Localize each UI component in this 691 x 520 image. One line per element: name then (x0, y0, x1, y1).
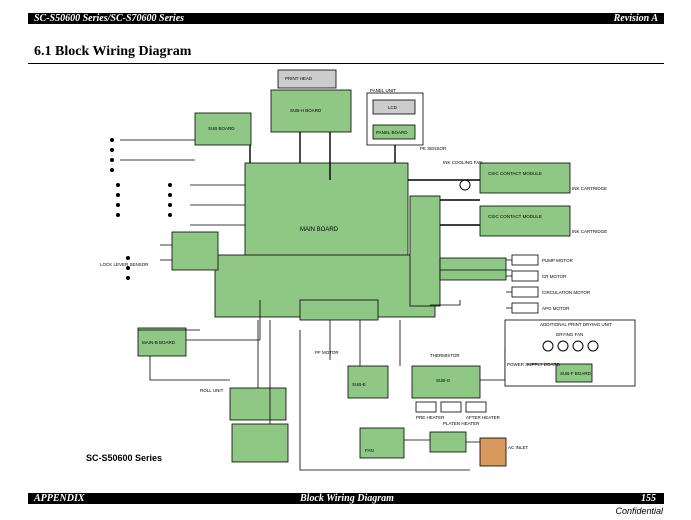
cr-motor-box (511, 270, 539, 282)
fan-board (359, 427, 405, 459)
after-heater-label: AFTER HEATER (466, 415, 501, 420)
apg-motor-box (511, 302, 539, 314)
lock-lever-label: LOCK LEVER SENSOR (100, 262, 149, 267)
pump-motor-box (511, 254, 539, 266)
footer-section: Block Wiring Diagram (300, 493, 394, 504)
fan-label: FAN (365, 448, 374, 453)
sub-e-label: SUB-E (352, 382, 366, 387)
power-supply-label: POWER SUPPLY BOARD (507, 362, 561, 367)
sub-c-board (409, 195, 441, 307)
ink-cartridge-label-1: INK CARTRIDGE (572, 186, 607, 191)
circulation-motor-box (511, 286, 539, 298)
main-board-tab (299, 299, 379, 321)
pre-heater (415, 401, 437, 413)
header-revision: Revision A (613, 13, 658, 24)
panel-unit-label: PANEL UNIT (370, 88, 396, 93)
sensor-icons (110, 138, 599, 352)
sub-board (194, 112, 252, 146)
header-title: SC-S50600 Series/SC-S70600 Series (34, 13, 185, 24)
after-heater (465, 401, 487, 413)
sub-g-board (411, 365, 481, 399)
sub-f-label: SUB-F BOARD (560, 371, 592, 376)
main-b-label: MAIN-B BOARD (142, 340, 176, 345)
panel-board-label: PANEL BOARD (376, 130, 408, 135)
section-title: 6.1 Block Wiring Diagram (34, 44, 192, 59)
print-head (277, 69, 337, 89)
csic-label-1: CSIC CONTACT MODULE (488, 171, 542, 176)
sub-e-board (347, 365, 389, 399)
roll-unit-label: ROLL UNIT (200, 388, 224, 393)
roll-unit-board (229, 387, 287, 421)
apg-motor-label: APG MOTOR (542, 306, 570, 311)
lcd-label: LCD (388, 105, 398, 110)
main-board-label: MAIN BOARD (300, 227, 339, 233)
platen-heater (440, 401, 462, 413)
panel-board (372, 124, 416, 140)
sub-f-board (555, 363, 593, 383)
confidential-label: Confidential (615, 506, 663, 516)
lcd (372, 99, 416, 115)
sub-d-board (439, 257, 507, 281)
ac-inlet (479, 437, 507, 467)
pre-heater-label: PRE HEATER (416, 415, 445, 420)
footer-appendix: APPENDIX (34, 493, 85, 504)
ac-inlet-label: AC INLET (508, 445, 529, 450)
header-bar: SC-S50600 Series/SC-S70600 Series Revisi… (28, 13, 664, 24)
footer-page-number: 155 (641, 493, 656, 504)
main-b-board (137, 327, 187, 357)
sub-g-label: SUB-G (436, 378, 451, 383)
roll-unit-board-2 (231, 423, 289, 463)
csic-label-2: CSIC CONTACT MODULE (488, 214, 542, 219)
title-rule (28, 63, 664, 64)
sub-a-board (171, 231, 219, 271)
print-head-label: PRINT HEAD (285, 76, 313, 81)
series-label: SC-S50600 Series (86, 453, 163, 463)
ink-cartridge-label-2: INK CARTRIDGE (572, 229, 607, 234)
cr-motor-label: CR MOTOR (542, 274, 567, 279)
csic-module-1 (479, 162, 571, 194)
csic-module-2 (479, 205, 571, 237)
sub-h-label: SUB-H BOARD (290, 108, 322, 113)
thermistor-label: THERMISTOR (430, 353, 460, 358)
platen-heater-label: PLATEN HEATER (443, 421, 480, 426)
sub-board-label: SUB BOARD (208, 126, 235, 131)
sub-h-board (270, 89, 352, 133)
additional-drying-label: ADDITIONAL PRINT DRYING UNIT (540, 322, 612, 327)
pe-sensor-label: PE SENSOR (420, 146, 447, 151)
drying-fan-label: DRYING FAN (556, 332, 583, 337)
circulation-motor-label: CIRCULATION MOTOR (542, 290, 591, 295)
inlet-board (429, 431, 467, 453)
pump-motor-label: PUMP MOTOR (542, 258, 574, 263)
pf-motor-label: PF MOTOR (315, 350, 339, 355)
footer-bar: APPENDIX Block Wiring Diagram 155 (28, 493, 664, 504)
ink-cooling-fan-label: INK COOLING FAN (443, 160, 483, 165)
